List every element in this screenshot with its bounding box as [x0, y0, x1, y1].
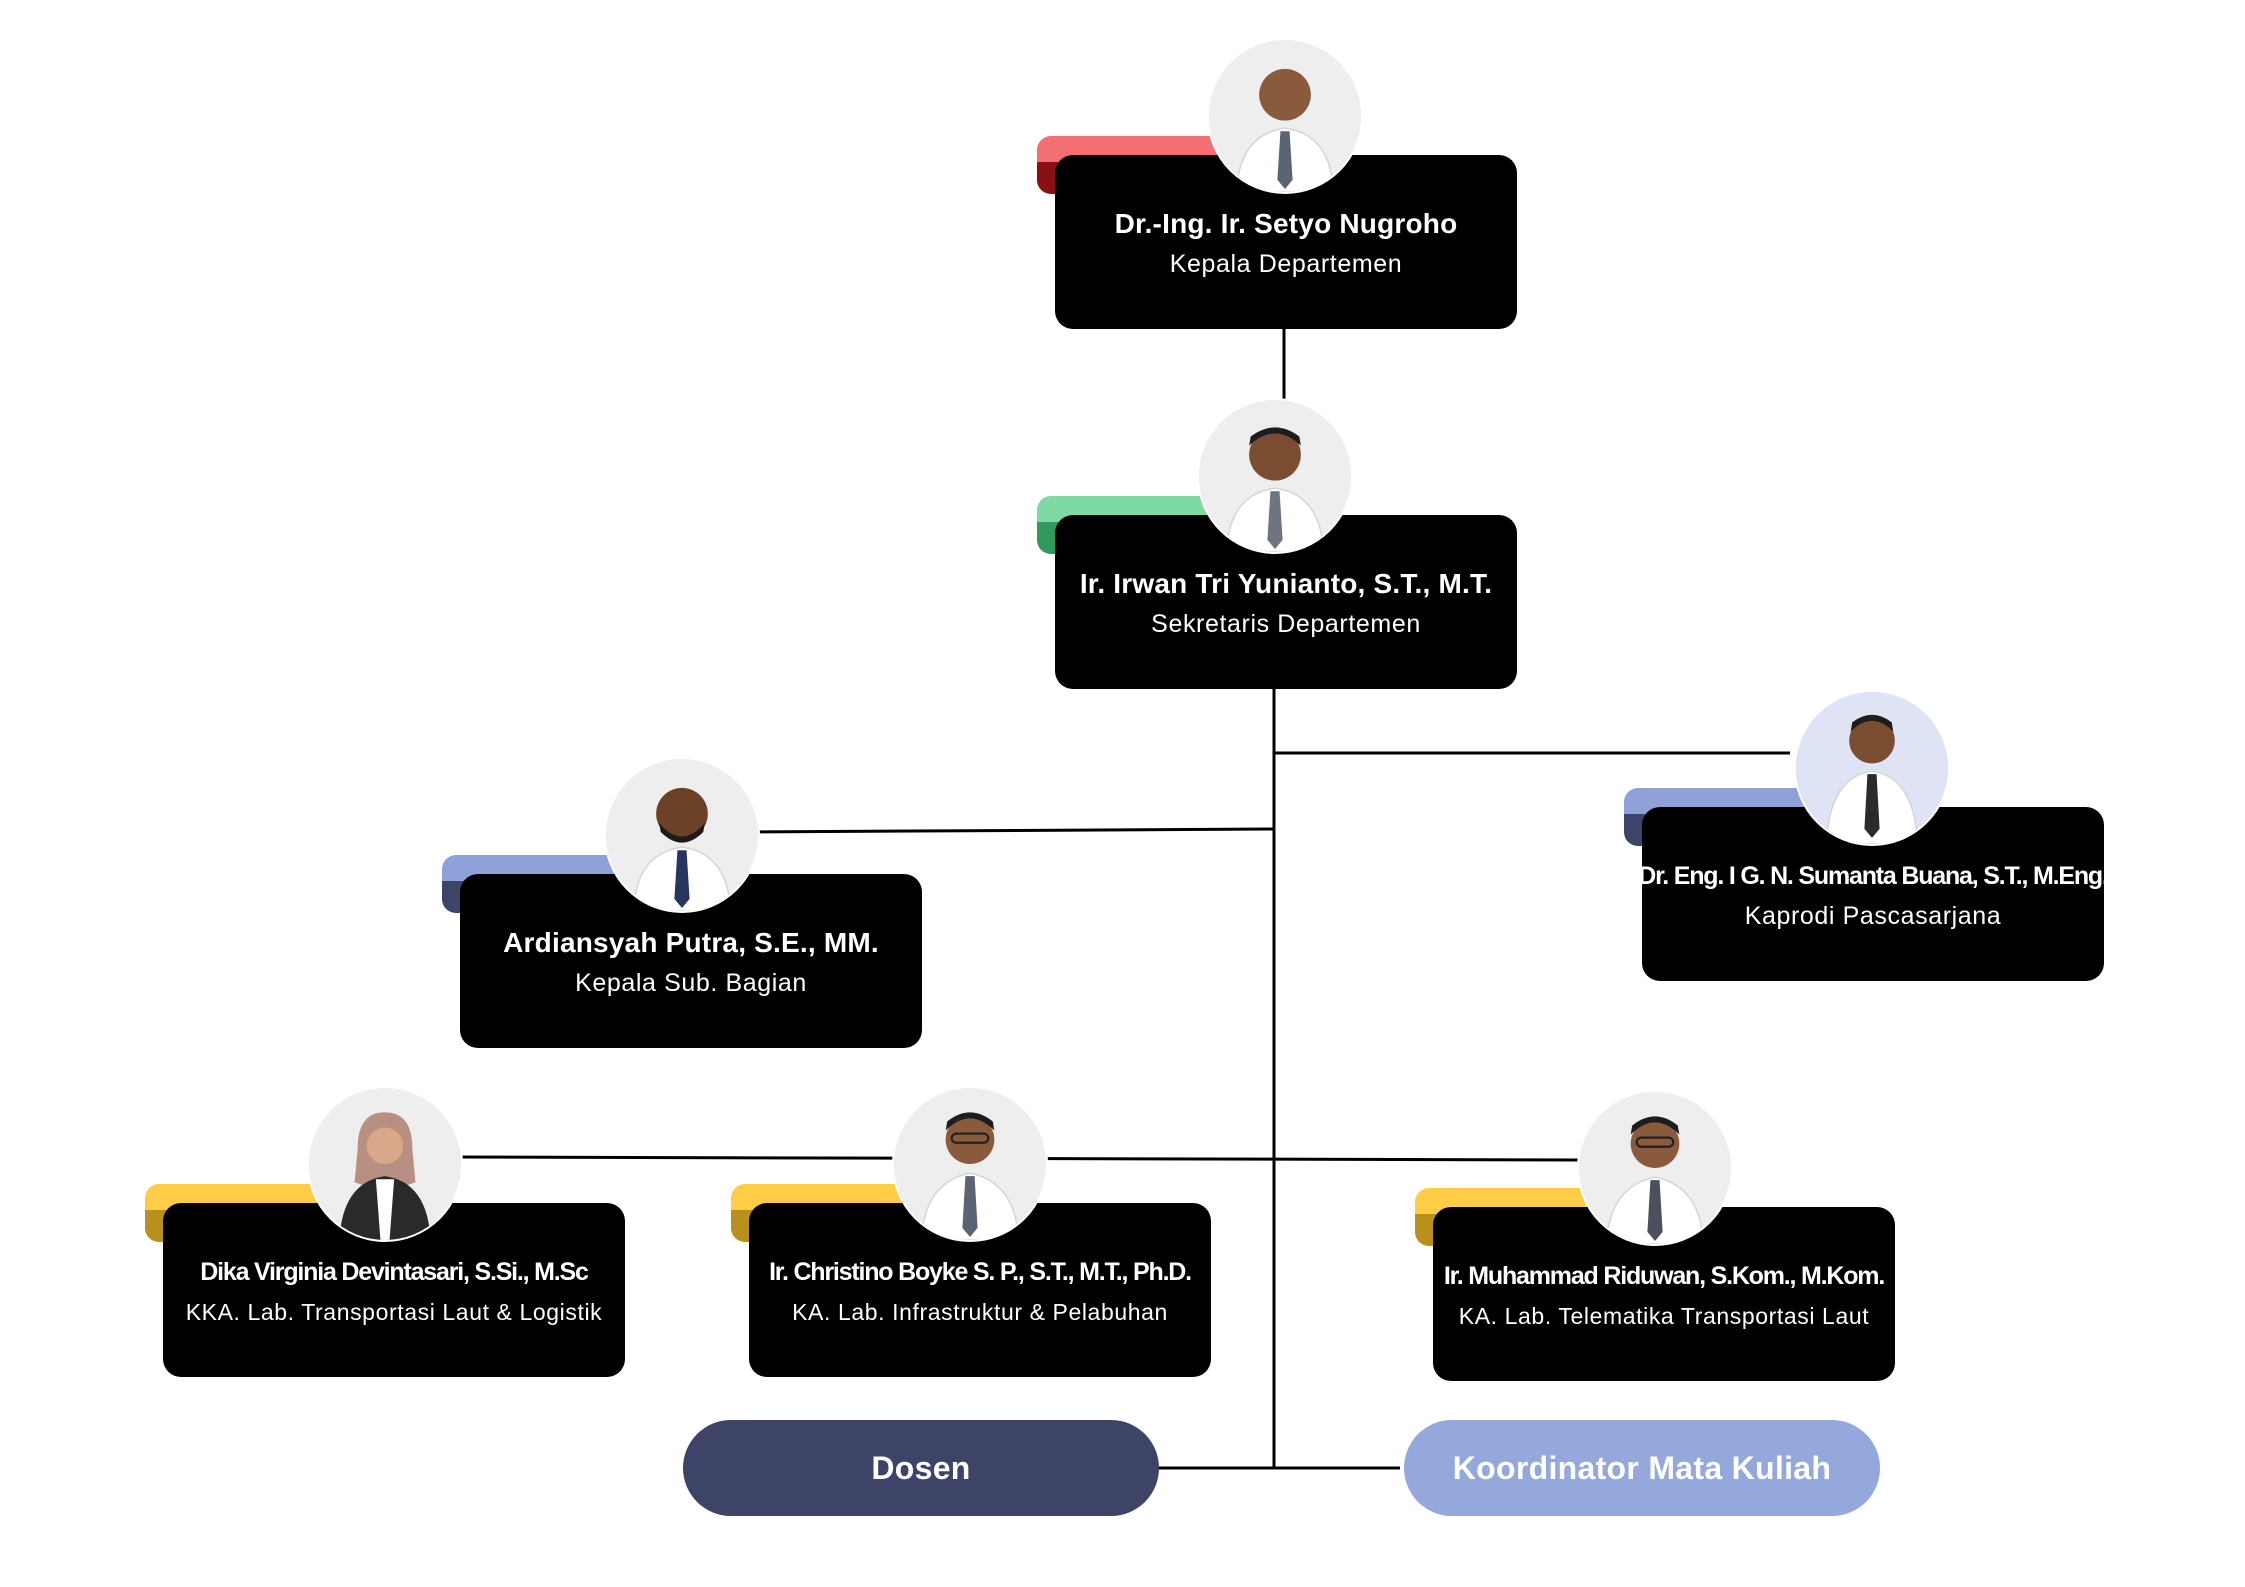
person-role: Kaprodi Pascasarjana — [1744, 902, 2002, 930]
dosen-pill: Dosen — [683, 1420, 1159, 1516]
node-sekretaris-departemen: Ir. Irwan Tri Yunianto, S.T., M.T. Sekre… — [1037, 398, 1585, 689]
person-photo-icon — [307, 1086, 463, 1242]
koordinator-mata-kuliah-pill: Koordinator Mata Kuliah — [1404, 1420, 1880, 1516]
person-role: KKA. Lab. Transportasi Laut & Logistik — [185, 1299, 603, 1325]
person-photo-icon — [1197, 398, 1353, 554]
person-name: Ir. Muhammad Riduwan, S.Kom., M.Kom. — [1443, 1262, 1885, 1290]
node-lab-transportasi-laut-logistik: Dika Virginia Devintasari, S.Si., M.Sc K… — [145, 1086, 693, 1377]
node-lab-infrastruktur-pelabuhan: Ir. Christino Boyke S. P., S.T., M.T., P… — [731, 1086, 1279, 1377]
person-photo-icon — [1207, 38, 1363, 194]
person-role: KA. Lab. Infrastruktur & Pelabuhan — [792, 1299, 1168, 1325]
node-kepala-departemen: Dr.-Ing. Ir. Setyo Nugroho Kepala Depart… — [1037, 38, 1585, 329]
person-photo-icon — [604, 757, 760, 913]
person-name: Ir. Irwan Tri Yunianto, S.T., M.T. — [1079, 568, 1493, 599]
person-card: Dr. Eng. I G. N. Sumanta Buana, S.T., M.… — [1638, 807, 2109, 981]
node-kepala-sub-bagian: Ardiansyah Putra, S.E., MM. Kepala Sub. … — [442, 757, 990, 1048]
node-lab-telematika-transportasi-laut: Ir. Muhammad Riduwan, S.Kom., M.Kom. KA.… — [1415, 1090, 1963, 1381]
person-role: KA. Lab. Telematika Transportasi Laut — [1458, 1303, 1870, 1329]
person-name: Dr.-Ing. Ir. Setyo Nugroho — [1114, 208, 1458, 239]
person-name: Dr. Eng. I G. N. Sumanta Buana, S.T., M.… — [1638, 862, 2109, 890]
person-role: Kepala Sub. Bagian — [575, 969, 807, 997]
person-name: Dika Virginia Devintasari, S.Si., M.Sc — [200, 1258, 589, 1286]
person-role: Kepala Departemen — [1169, 250, 1403, 278]
person-photo-icon — [892, 1086, 1048, 1242]
person-role: Sekretaris Departemen — [1151, 610, 1421, 638]
person-name: Ardiansyah Putra, S.E., MM. — [503, 927, 879, 958]
person-name: Ir. Christino Boyke S. P., S.T., M.T., P… — [769, 1258, 1192, 1286]
person-photo-icon — [1794, 690, 1950, 846]
node-kaprodi-pascasarjana: Dr. Eng. I G. N. Sumanta Buana, S.T., M.… — [1624, 690, 2172, 981]
person-photo-icon — [1577, 1090, 1733, 1246]
line-to-subbagian — [739, 827, 1275, 834]
